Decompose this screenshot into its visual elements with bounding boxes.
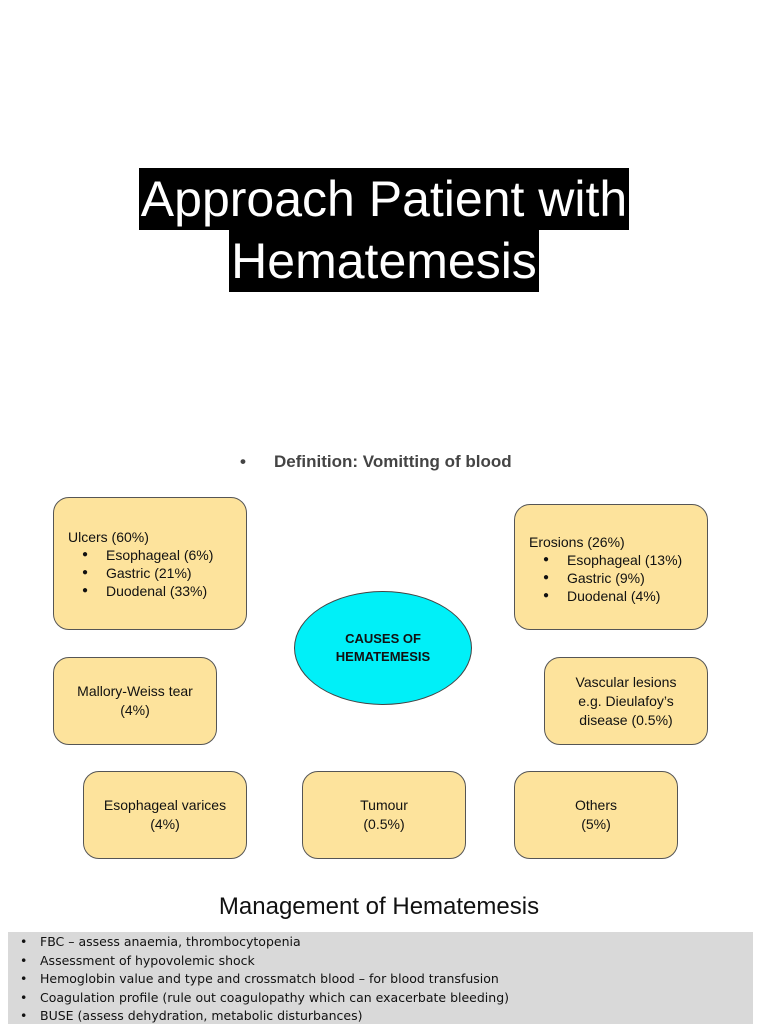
cause-label: e.g. Dieulafoy’s bbox=[578, 692, 674, 709]
cause-percent: (4%) bbox=[120, 702, 150, 718]
cause-box-esophageal-varices: Esophageal varices (4%) bbox=[83, 771, 247, 859]
list-item: Esophageal (6%) bbox=[68, 546, 234, 564]
title-line-1: Approach Patient with bbox=[138, 168, 630, 230]
definition-text: Definition: Vomitting of blood bbox=[274, 452, 512, 471]
cause-list: Esophageal (6%) Gastric (21%) Duodenal (… bbox=[68, 546, 234, 600]
list-item: FBC – assess anaemia, thrombocytopenia bbox=[20, 933, 753, 952]
list-item: Gastric (21%) bbox=[68, 564, 234, 582]
definition-bullet: • Definition: Vomitting of blood bbox=[240, 452, 512, 472]
bullet-icon: • bbox=[240, 452, 246, 471]
cause-label: Tumour bbox=[360, 797, 408, 813]
list-item: BUSE (assess dehydration, metabolic dist… bbox=[20, 1007, 753, 1024]
cause-label: Esophageal varices bbox=[103, 797, 227, 813]
list-item: Gastric (9%) bbox=[529, 569, 695, 587]
cause-box-tumour: Tumour (0.5%) bbox=[302, 771, 466, 859]
cause-percent: (5%) bbox=[581, 816, 611, 832]
management-list: FBC – assess anaemia, thrombocytopenia A… bbox=[20, 933, 753, 1024]
cause-box-vascular-lesions: Vascular lesions e.g. Dieulafoy’s diseas… bbox=[544, 657, 708, 745]
cause-box-others: Others (5%) bbox=[514, 771, 678, 859]
management-panel: FBC – assess anaemia, thrombocytopenia A… bbox=[8, 932, 753, 1024]
list-item: Esophageal (13%) bbox=[529, 551, 695, 569]
cause-heading: Ulcers (60%) bbox=[68, 529, 149, 545]
list-item: Assessment of hypovolemic shock bbox=[20, 952, 753, 971]
management-title: Management of Hematemesis bbox=[218, 893, 540, 920]
cause-percent: (0.5%) bbox=[363, 816, 405, 832]
cause-percent: disease (0.5%) bbox=[579, 711, 673, 728]
cause-box-mallory-weiss: Mallory-Weiss tear (4%) bbox=[53, 657, 217, 745]
cause-heading: Erosions (26%) bbox=[529, 534, 625, 550]
title-line-2: Hematemesis bbox=[229, 230, 539, 292]
list-item: Duodenal (33%) bbox=[68, 582, 234, 600]
list-item: Coagulation profile (rule out coagulopat… bbox=[20, 989, 753, 1008]
center-label-line-1: CAUSES OF bbox=[345, 631, 421, 646]
cause-box-ulcers: Ulcers (60%) Esophageal (6%) Gastric (21… bbox=[53, 497, 247, 630]
page-title: Approach Patient with Hematemesis bbox=[0, 168, 768, 292]
cause-label: Mallory-Weiss tear bbox=[77, 683, 193, 699]
center-label-line-2: HEMATEMESIS bbox=[335, 649, 431, 664]
list-item: Hemoglobin value and type and crossmatch… bbox=[20, 970, 753, 989]
causes-center-ellipse: CAUSES OF HEMATEMESIS bbox=[294, 591, 472, 705]
list-item: Duodenal (4%) bbox=[529, 587, 695, 605]
cause-box-erosions: Erosions (26%) Esophageal (13%) Gastric … bbox=[514, 504, 708, 630]
cause-list: Esophageal (13%) Gastric (9%) Duodenal (… bbox=[529, 551, 695, 605]
cause-label: Vascular lesions bbox=[575, 673, 677, 690]
cause-percent: (4%) bbox=[150, 816, 180, 832]
cause-label: Others bbox=[574, 797, 617, 813]
